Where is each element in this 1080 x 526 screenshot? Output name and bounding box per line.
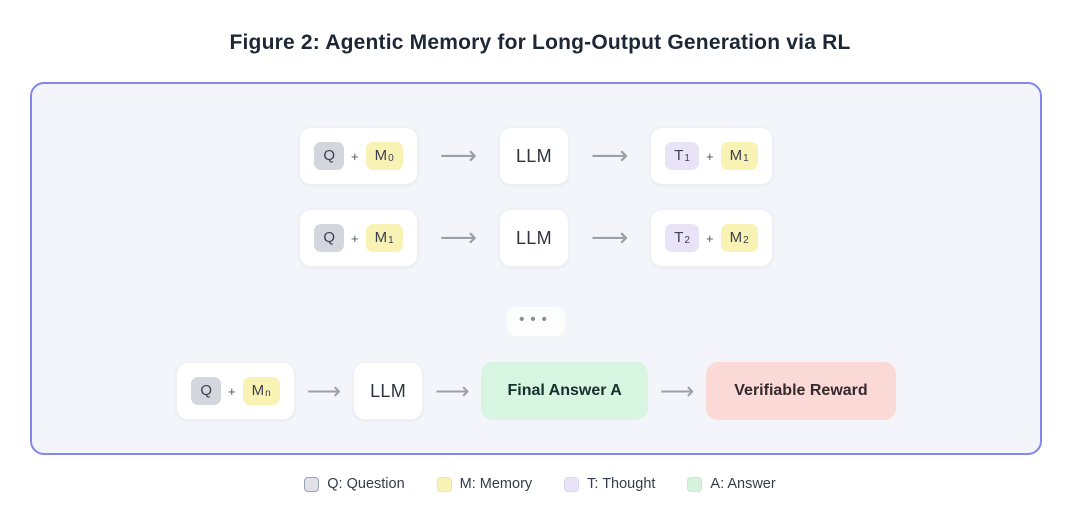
legend-label: T: Thought — [587, 476, 656, 492]
plus-sign: + — [351, 148, 359, 164]
answer-swatch-icon — [687, 476, 703, 492]
legend: Q: Question M: Memory T: Thought A: Answ… — [0, 476, 1080, 492]
arrow-right-icon: ⟶ — [659, 377, 695, 405]
plus-sign: + — [228, 383, 236, 399]
legend-label: M: Memory — [459, 476, 533, 492]
arrow-right-icon: ⟶ — [306, 377, 342, 405]
plus-sign: + — [351, 230, 359, 246]
figure-title: Figure 2: Agentic Memory for Long-Output… — [229, 31, 851, 54]
question-badge: Q — [314, 224, 345, 252]
legend-label: Q: Question — [327, 476, 405, 492]
plus-sign: + — [705, 148, 714, 164]
arrow-right-icon: ⟶ — [435, 377, 470, 405]
legend-item-thought: T: Thought — [564, 476, 655, 492]
verifiable-reward-box: Verifiable Reward — [706, 362, 896, 420]
llm-box-final: LLM — [353, 362, 424, 420]
final-answer-box: Final Answer A — [481, 362, 648, 420]
legend-item-memory: M: Memory — [436, 476, 533, 492]
llm-box-row2: LLM — [498, 209, 569, 267]
question-badge: Q — [314, 142, 345, 170]
memory-swatch-icon — [436, 476, 452, 492]
legend-label: A: Answer — [710, 476, 776, 492]
plus-sign: + — [705, 230, 714, 246]
arrow-right-icon: ⟶ — [590, 141, 629, 171]
arrow-right-icon: ⟶ — [439, 223, 477, 253]
arrow-right-icon: ⟶ — [590, 223, 629, 253]
arrow-right-icon: ⟶ — [439, 141, 477, 171]
legend-item-answer: A: Answer — [687, 476, 776, 492]
ellipsis-icon: ••• — [507, 307, 565, 336]
question-swatch-icon — [304, 476, 320, 492]
question-badge: Q — [191, 377, 221, 405]
thought-swatch-icon — [564, 476, 580, 492]
llm-box-row1: LLM — [498, 127, 569, 185]
legend-item-question: Q: Question — [304, 476, 405, 492]
